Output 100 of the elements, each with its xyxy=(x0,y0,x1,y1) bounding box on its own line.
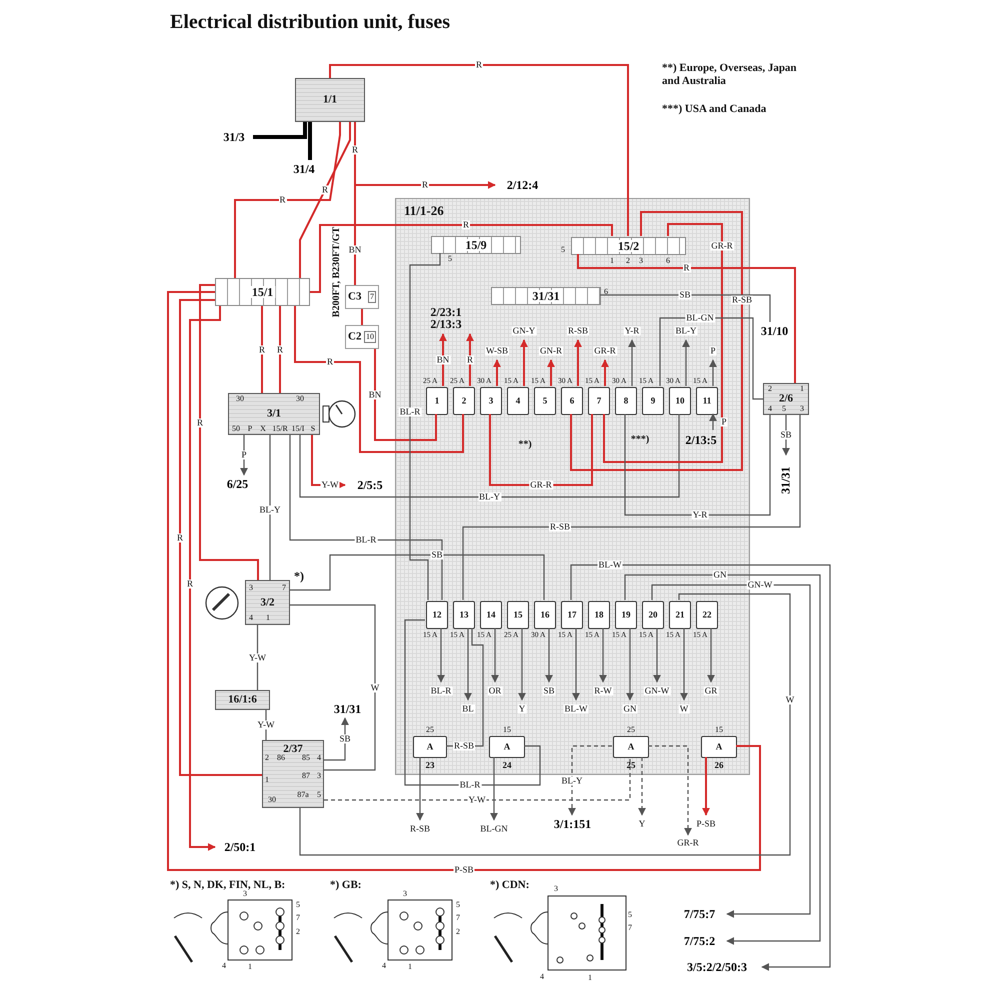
wire xyxy=(628,339,636,386)
fuse-number: 13 xyxy=(460,610,468,620)
reference-label: 7/75:2 xyxy=(672,932,727,950)
wire-label: R-SB xyxy=(453,742,475,750)
wire-label: GN-W xyxy=(644,686,670,696)
wire-label: GR-R xyxy=(676,838,700,848)
fuse xyxy=(642,387,664,415)
wire-label: GN-R xyxy=(539,346,563,356)
wire xyxy=(707,628,715,683)
relay-box xyxy=(763,383,809,415)
footnote-mark: **) xyxy=(518,440,532,450)
fuse-number: 18 xyxy=(594,610,604,620)
wire-label: R-SB xyxy=(731,296,753,304)
footnote-text: ***) USA and Canada xyxy=(662,104,766,115)
fuse-number: 8 xyxy=(624,396,628,406)
pin-number: 7 xyxy=(456,914,460,922)
pin-number: 5 xyxy=(782,405,786,413)
pin-number: 5 xyxy=(317,791,321,799)
wire xyxy=(574,339,582,386)
wire-label: BL-W xyxy=(564,704,588,714)
fuse-number: 20 xyxy=(648,610,658,620)
fuse-number: A xyxy=(628,742,634,752)
fuse xyxy=(696,387,718,415)
connector-label: C3 xyxy=(348,292,362,302)
fuse xyxy=(453,601,475,629)
pin-number: 4 xyxy=(768,405,772,413)
wire-label: GR xyxy=(704,686,718,696)
wire-label: BN xyxy=(348,246,362,254)
rating-label: 25 xyxy=(426,726,434,734)
pin-number: 6 xyxy=(604,288,608,296)
pin-number: 2 xyxy=(296,928,300,936)
pin-number: 3 xyxy=(800,405,804,413)
pin-number: 85 xyxy=(302,754,310,762)
wire xyxy=(299,593,791,856)
component-label: 2/37 xyxy=(283,744,303,755)
wire xyxy=(179,299,262,776)
wire xyxy=(234,122,341,278)
fuse xyxy=(588,601,610,629)
fuse-number: 24 xyxy=(502,761,512,770)
wire-label: R xyxy=(421,180,429,190)
wire xyxy=(547,359,555,386)
fuse xyxy=(507,601,529,629)
wire-label: BL-Y xyxy=(674,326,698,336)
footnote-text: **) Europe, Overseas, Japan and Australia xyxy=(662,62,798,88)
wire xyxy=(709,359,717,386)
pin-number: 5 xyxy=(456,901,460,909)
wire xyxy=(626,628,634,701)
component-label: 1/1 xyxy=(322,94,338,106)
component-label: 15/9 xyxy=(463,239,489,251)
wire xyxy=(599,628,607,683)
wire-label: GR-R xyxy=(593,346,617,356)
pin-number: 30 xyxy=(296,395,304,403)
wire-label: SB xyxy=(338,734,352,744)
wire-label: R xyxy=(196,418,204,427)
variant-caption: *) CDN: xyxy=(490,880,530,891)
pin-number: 2 xyxy=(768,385,772,393)
connector-strip xyxy=(571,237,686,255)
fuse xyxy=(507,387,529,415)
wire xyxy=(624,574,821,945)
fuse xyxy=(534,387,556,415)
fuse-number: 5 xyxy=(542,396,548,406)
pin-number: 3 xyxy=(249,584,253,592)
pin-number: 10 xyxy=(364,331,376,343)
wire-label: GR-R xyxy=(529,480,553,490)
rating-label: 15 xyxy=(715,726,723,734)
fuse-number: 11 xyxy=(702,396,712,406)
pin-number: 5 xyxy=(448,255,452,263)
pin-number: 4 xyxy=(540,973,544,981)
reference-label: 31/31 xyxy=(325,700,370,718)
pin-number: 4 xyxy=(249,614,253,622)
pin-number: 3 xyxy=(317,772,321,780)
fuse-number: 17 xyxy=(568,610,576,620)
wire-label: R-SB xyxy=(567,326,589,336)
pin-number: 4 xyxy=(317,754,321,762)
wire xyxy=(290,604,376,771)
wire-label: P-SB xyxy=(696,820,716,828)
wire xyxy=(265,710,267,740)
fuse-number: A xyxy=(426,742,434,752)
fuse xyxy=(588,387,610,415)
fuse-number: 1 xyxy=(434,396,440,406)
wire xyxy=(491,628,499,683)
wire xyxy=(659,317,763,400)
fuse-number: 2 xyxy=(462,396,466,406)
wire xyxy=(167,291,761,871)
wire-label: R-W xyxy=(593,686,613,696)
fuse-number: A xyxy=(716,742,722,752)
fuse-number: 15 xyxy=(514,610,522,620)
wire xyxy=(653,628,661,683)
fuse xyxy=(480,601,502,629)
pin-number: X xyxy=(260,425,266,433)
connector-label: C2 xyxy=(348,332,362,342)
rating-label: 25 xyxy=(627,726,635,734)
wire xyxy=(329,64,629,236)
wire xyxy=(603,223,723,463)
wire xyxy=(464,628,472,701)
wire-label: P xyxy=(720,418,728,426)
wire-label: R xyxy=(176,533,184,542)
wire xyxy=(189,306,221,851)
fuse-number: 3 xyxy=(488,396,494,406)
fuse xyxy=(613,736,649,758)
